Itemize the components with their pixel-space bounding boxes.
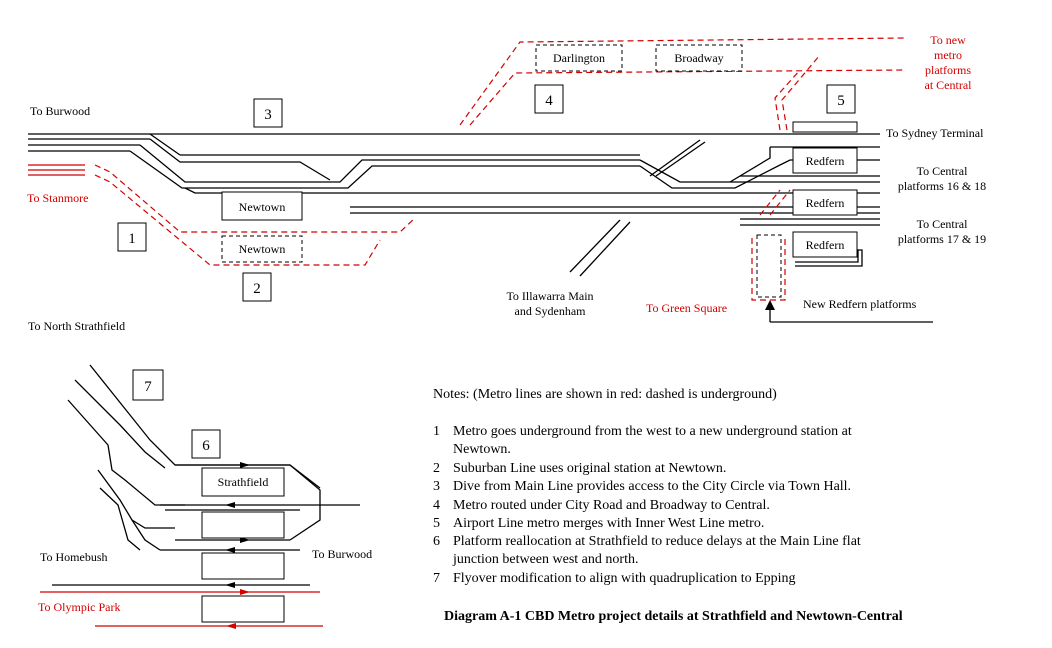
station-darlington: Darlington <box>553 51 605 65</box>
station-redfern-1: Redfern <box>806 154 845 168</box>
callout-2: 2 <box>253 281 261 297</box>
newtown-metro-box <box>221 235 303 263</box>
strathfield-metro <box>40 589 323 629</box>
label-to-illawarra-1: To Illawarra Main <box>506 289 593 303</box>
label-new-metro-3: platforms <box>925 63 971 77</box>
callout-1: 1 <box>128 231 136 247</box>
callout-3: 3 <box>264 107 272 123</box>
callouts: 1 2 3 4 5 6 7 <box>117 84 856 459</box>
note-7-line-1: Flyover modification to align with quadr… <box>453 571 796 586</box>
station-newtown: Newtown <box>239 200 286 214</box>
platform-5 <box>792 121 858 133</box>
station-redfern-3: Redfern <box>806 238 845 252</box>
station-broadway: Broadway <box>674 51 723 65</box>
stations-top: Darlington Broadway Newtown Newtown Redf… <box>221 44 858 298</box>
new-redfern-box <box>756 234 782 298</box>
strathfield-platform-3 <box>201 552 285 580</box>
label-to-central-16-18-a: To Central <box>917 164 968 178</box>
note-5-line-1: Airport Line metro merges with Inner Wes… <box>453 516 764 531</box>
redfern-box-1 <box>792 147 858 174</box>
label-new-metro-1: To new <box>930 33 966 47</box>
note-7-num: 7 <box>433 571 440 586</box>
note-5-num: 5 <box>433 516 440 531</box>
note-6-line-1: Platform reallocation at Strathfield to … <box>453 534 861 549</box>
note-6-line-2: junction between west and north. <box>452 552 638 567</box>
label-to-sydney-terminal: To Sydney Terminal <box>886 126 984 140</box>
label-to-illawarra-2: and Sydenham <box>515 304 587 318</box>
label-new-redfern: New Redfern platforms <box>803 297 917 311</box>
note-1-num: 1 <box>433 424 440 439</box>
label-new-metro-4: at Central <box>925 78 973 92</box>
note-4-num: 4 <box>433 498 440 513</box>
callout-6: 6 <box>202 438 210 454</box>
redfern-box-3 <box>792 231 858 258</box>
diagram-caption: Diagram A-1 CBD Metro project details at… <box>444 609 903 624</box>
labels-strathfield: To Homebush To Burwood To Olympic Park <box>38 547 372 614</box>
label-to-burwood: To Burwood <box>30 104 90 118</box>
station-strathfield: Strathfield <box>218 475 269 489</box>
redfern-box-2 <box>792 189 858 216</box>
strathfield-platforms: Strathfield <box>201 467 285 623</box>
note-1-line-2: Newtown. <box>453 442 511 457</box>
note-1-line-1: Metro goes underground from the west to … <box>453 424 852 439</box>
callout-7: 7 <box>144 379 152 395</box>
label-to-green-square: To Green Square <box>646 301 727 315</box>
note-3-num: 3 <box>433 479 440 494</box>
label-new-metro-2: metro <box>934 48 962 62</box>
metro-lines <box>28 37 906 301</box>
label-to-central-16-18-b: platforms 16 & 18 <box>898 179 986 193</box>
label-to-central-17-19-a: To Central <box>917 217 968 231</box>
main-line-tracks <box>28 133 933 323</box>
note-2-num: 2 <box>433 461 440 476</box>
note-4-line-1: Metro routed under City Road and Broadwa… <box>453 498 770 513</box>
label-to-homebush: To Homebush <box>40 550 108 564</box>
strathfield-box <box>201 467 285 497</box>
note-6-num: 6 <box>433 534 440 549</box>
callout-4: 4 <box>545 93 553 109</box>
strathfield-platform-2 <box>201 511 285 539</box>
notes-heading: Notes: (Metro lines are shown in red: da… <box>433 387 777 402</box>
callout-5: 5 <box>837 93 845 109</box>
label-to-olympic-park: To Olympic Park <box>38 600 120 614</box>
notes: Notes: (Metro lines are shown in red: da… <box>433 387 903 624</box>
darlington-box <box>535 44 623 72</box>
label-to-central-17-19-b: platforms 17 & 19 <box>898 232 986 246</box>
label-to-north-strathfield: To North Strathfield <box>28 319 125 333</box>
strathfield-platform-4 <box>201 595 285 623</box>
broadway-box <box>655 44 743 72</box>
station-redfern-2: Redfern <box>806 196 845 210</box>
labels-top: To Burwood To Stanmore To North Strathfi… <box>27 33 986 333</box>
note-3-line-1: Dive from Main Line provides access to t… <box>453 479 851 494</box>
label-to-burwood-2: To Burwood <box>312 547 372 561</box>
strathfield-tracks <box>52 364 360 588</box>
newtown-box <box>221 191 303 221</box>
label-to-stanmore: To Stanmore <box>27 191 88 205</box>
station-newtown-metro: Newtown <box>239 242 286 256</box>
note-2-line-1: Suburban Line uses original station at N… <box>453 461 726 476</box>
